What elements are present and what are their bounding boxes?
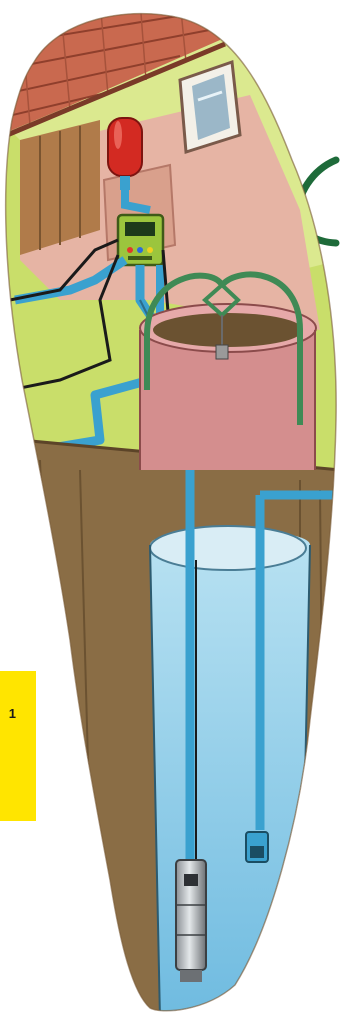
well-ring	[140, 304, 316, 470]
bore-shaft	[150, 530, 310, 1019]
float-sensor-icon	[246, 832, 268, 862]
control-box-icon	[118, 215, 163, 265]
house-window	[180, 62, 240, 152]
submersible-pump-icon	[176, 860, 206, 982]
